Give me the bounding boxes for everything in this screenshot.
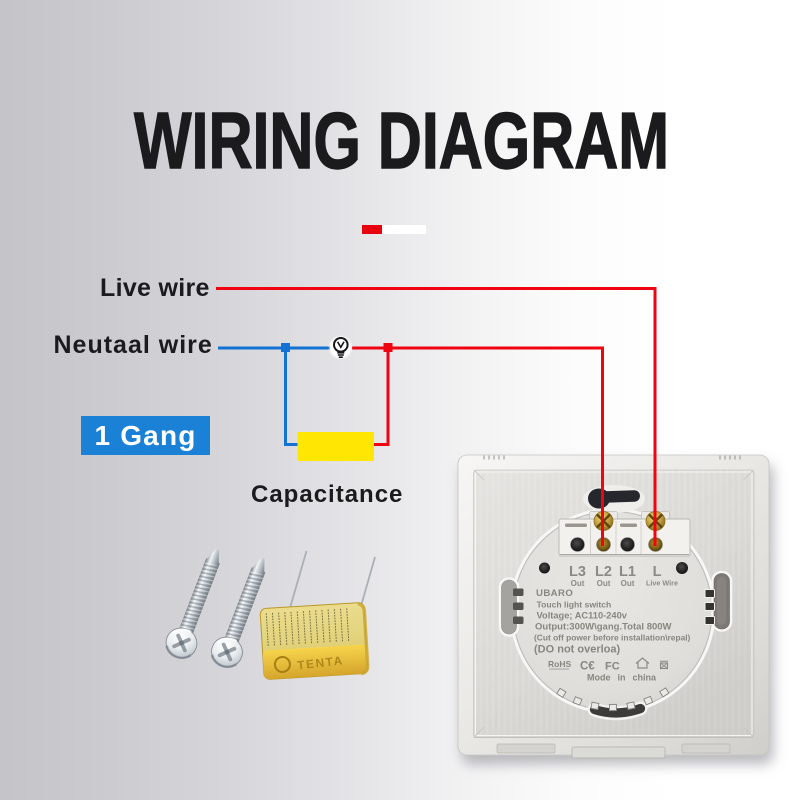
svg-text:Mode in china: Mode in china <box>587 673 657 683</box>
svg-text:L1: L1 <box>619 564 636 580</box>
svg-text:(Cut off power before installa: (Cut off power before installation\repal… <box>534 633 691 643</box>
svg-text:L2: L2 <box>595 564 612 580</box>
svg-text:Out: Out <box>621 579 635 588</box>
svg-text:RoHS: RoHS <box>548 659 571 669</box>
svg-text:(DO not overloa): (DO not overloa) <box>534 644 621 656</box>
svg-text:Voltage; AC110-240v: Voltage; AC110-240v <box>537 611 628 621</box>
svg-text:TENTA: TENTA <box>296 653 344 672</box>
svg-text:C€: C€ <box>580 661 595 673</box>
svg-text:UBARO: UBARO <box>536 588 573 599</box>
svg-text:Out: Out <box>571 579 585 588</box>
svg-text:L3: L3 <box>569 564 586 580</box>
svg-text:Live Wire: Live Wire <box>646 579 678 588</box>
svg-text:Out: Out <box>597 579 611 588</box>
svg-text:Touch light switch: Touch light switch <box>537 600 612 610</box>
svg-text:Output:300W\gang.Total 800W: Output:300W\gang.Total 800W <box>535 622 672 633</box>
svg-text:FC: FC <box>605 661 620 673</box>
svg-text:L: L <box>653 564 662 580</box>
